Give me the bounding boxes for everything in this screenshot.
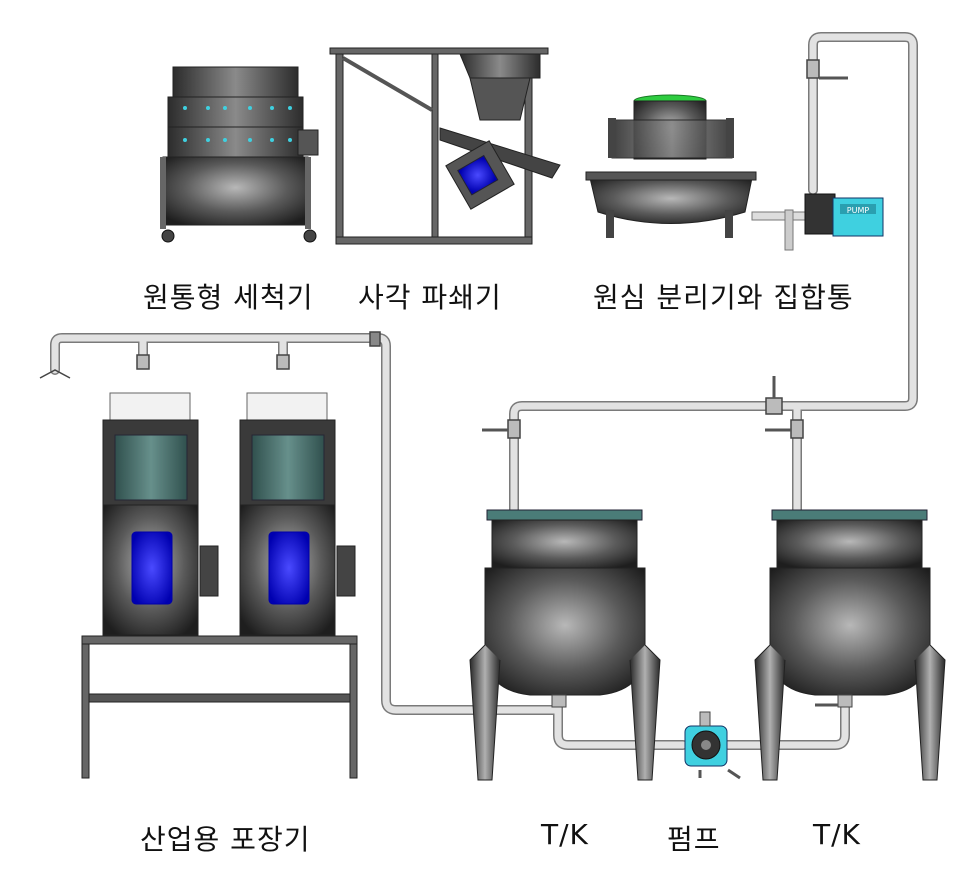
centrifuge-and-collector <box>585 94 884 251</box>
label-crusher: 사각 파쇄기 <box>358 281 502 314</box>
pump-badge: PUMP <box>847 206 870 215</box>
pipe-network <box>50 32 918 750</box>
square-crusher <box>329 47 561 245</box>
label-centrifuge: 원심 분리기와 집합통 <box>593 281 854 314</box>
industrial-packer <box>81 392 358 779</box>
label-packer: 산업용 포장기 <box>140 823 311 856</box>
pipe-valves <box>39 59 848 439</box>
transfer-pump <box>684 711 741 780</box>
drum-washer <box>160 66 319 243</box>
label-pump: 펌프 <box>667 823 721 856</box>
label-tank-right: T/K <box>813 818 861 851</box>
label-tank-left: T/K <box>541 818 589 851</box>
label-washer: 원통형 세척기 <box>143 281 314 314</box>
tank-left <box>469 509 661 781</box>
tank-right <box>754 509 946 781</box>
